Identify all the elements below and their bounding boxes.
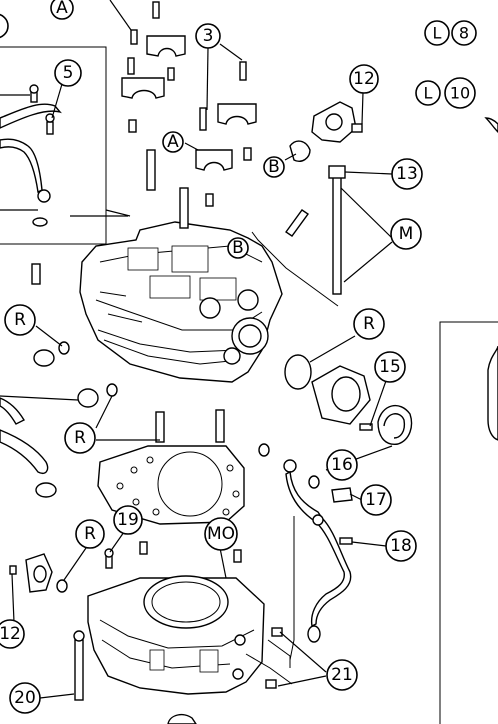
callout-r-center: R	[64, 422, 96, 454]
callout-12-top: 12	[349, 64, 379, 94]
leader-lines	[0, 0, 393, 699]
svg-text:13: 13	[396, 164, 418, 184]
svg-text:3: 3	[203, 26, 214, 46]
callout-20: 20	[9, 682, 41, 714]
svg-text:R: R	[14, 310, 26, 330]
callout-3: 3	[195, 23, 221, 49]
svg-text:A: A	[56, 0, 68, 18]
callout-a-mid: A	[162, 131, 184, 153]
cylinder	[9, 541, 283, 724]
svg-text:L: L	[424, 84, 433, 103]
intake-joint	[284, 354, 413, 445]
callout-12-bottom: 12	[0, 619, 25, 649]
left-inset-frame	[0, 46, 107, 245]
svg-text:18: 18	[390, 536, 412, 556]
cylinder-head	[79, 187, 309, 443]
svg-text:16: 16	[331, 455, 353, 475]
svg-text:17: 17	[365, 490, 387, 510]
callout-17: 17	[360, 484, 392, 516]
callout-18: 18	[385, 530, 417, 562]
callout-r-right: R	[353, 308, 385, 340]
svg-text:L: L	[433, 24, 442, 43]
callout-5: 5	[54, 59, 82, 87]
svg-text:R: R	[363, 314, 375, 334]
svg-text:R: R	[84, 524, 96, 544]
callout-r-left: R	[4, 304, 36, 336]
svg-text:8: 8	[459, 24, 469, 43]
callout-19: 19	[113, 505, 143, 535]
svg-text:B: B	[232, 238, 244, 258]
ref-l10-tag: L 10	[415, 77, 476, 109]
partial-callout-edge	[0, 13, 9, 39]
callout-b-lower: B	[227, 237, 249, 259]
svg-text:5: 5	[63, 63, 74, 83]
thermostat-cover	[289, 101, 498, 441]
callout-21: 21	[326, 659, 358, 691]
callout-15: 15	[374, 351, 406, 383]
svg-text:M: M	[399, 224, 414, 244]
svg-text:20: 20	[14, 688, 36, 708]
callout-r-lower: R	[75, 519, 105, 549]
svg-text:B: B	[268, 157, 280, 177]
stud-bolt-m	[328, 165, 346, 295]
right-inset-frame	[439, 321, 498, 724]
callout-16: 16	[326, 449, 358, 481]
callout-13: 13	[391, 158, 423, 190]
svg-text:12: 12	[353, 69, 375, 89]
oil-delivery-pipe	[258, 443, 353, 643]
left-inset-pipe	[0, 84, 62, 227]
callout-m: M	[390, 218, 422, 250]
svg-text:12: 12	[0, 624, 21, 644]
small-parts-left	[0, 263, 118, 498]
dashed-group-lines	[245, 231, 339, 685]
camshaft-caps	[121, 1, 257, 207]
callout-a-top: A	[50, 0, 74, 20]
ref-l8-tag: L 8	[424, 20, 477, 46]
svg-text:10: 10	[450, 84, 470, 103]
svg-text:19: 19	[117, 510, 139, 530]
svg-text:MO: MO	[207, 524, 235, 544]
callout-mo: MO	[204, 517, 238, 551]
callout-b-upper: B	[263, 156, 285, 178]
svg-text:15: 15	[379, 357, 401, 377]
svg-text:21: 21	[331, 665, 353, 685]
head-gasket	[97, 445, 245, 525]
svg-text:A: A	[167, 132, 179, 152]
svg-text:R: R	[74, 428, 86, 448]
